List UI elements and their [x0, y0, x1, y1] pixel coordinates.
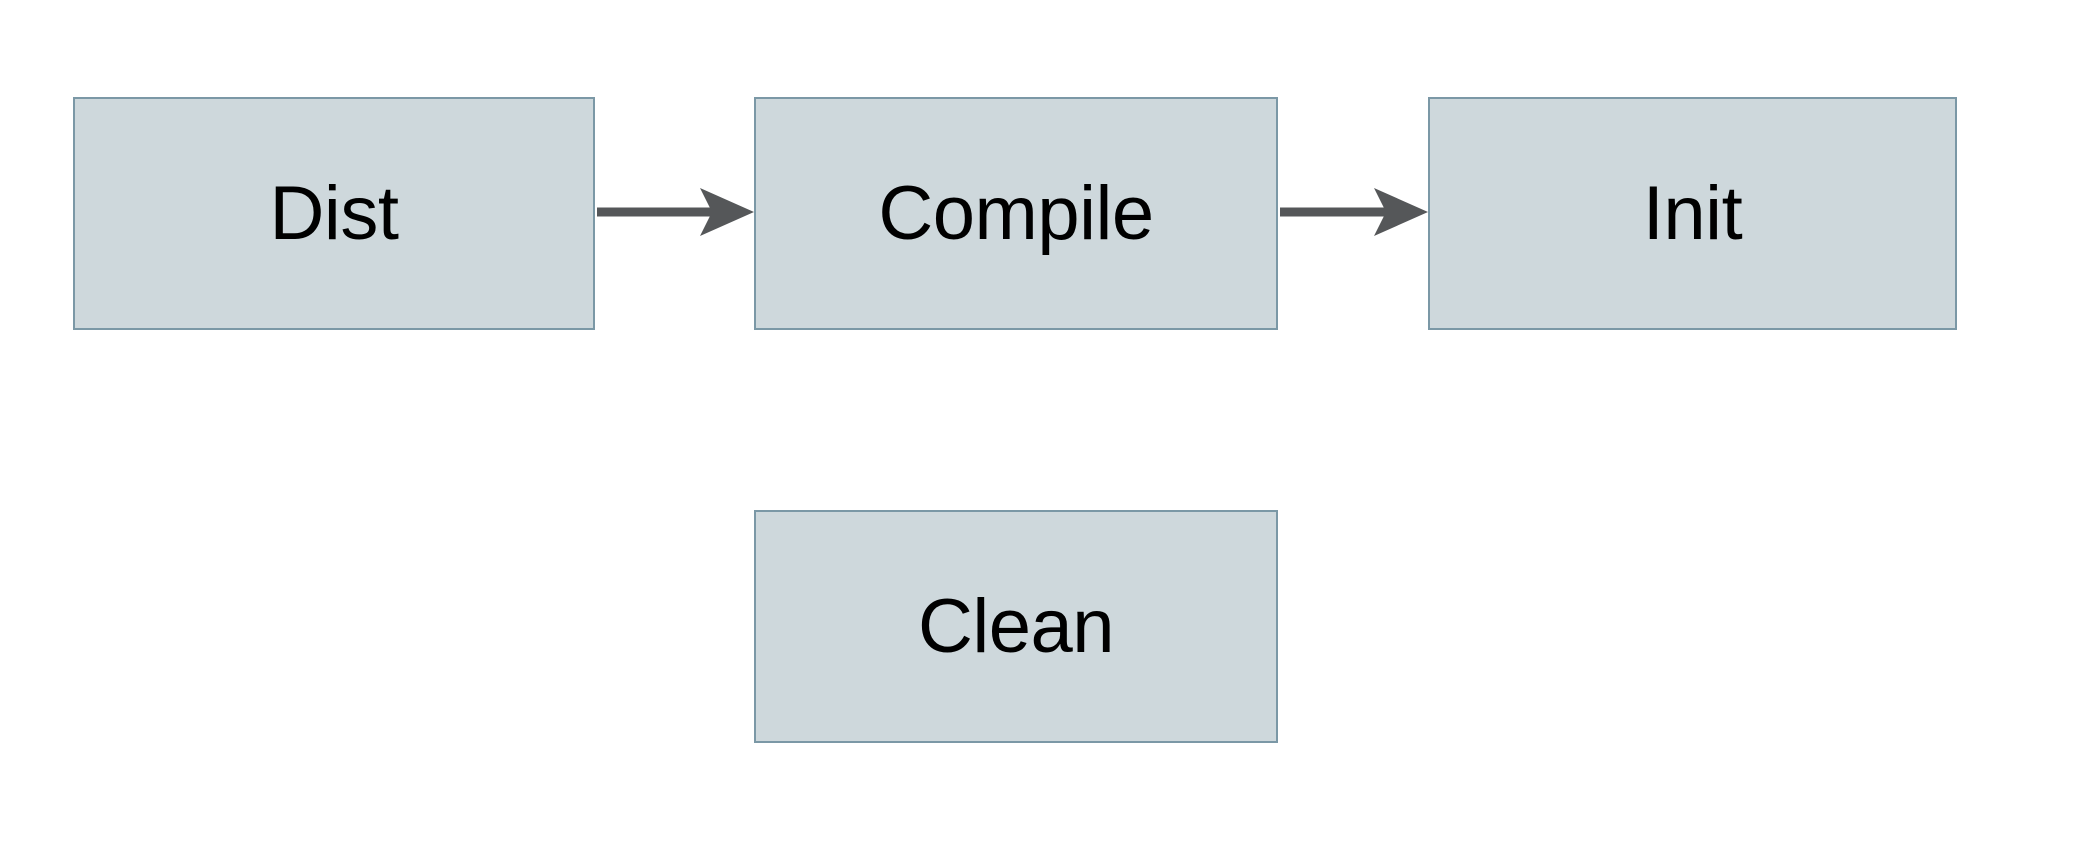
node-dist-label: Dist: [269, 170, 399, 256]
node-clean[interactable]: Clean: [754, 510, 1278, 743]
node-dist[interactable]: Dist: [73, 97, 595, 330]
node-clean-label: Clean: [917, 583, 1115, 669]
edge-compile-to-init[interactable]: [1280, 188, 1428, 236]
node-init-label: Init: [1642, 170, 1743, 256]
edge-dist-to-compile[interactable]: [597, 188, 754, 236]
node-compile-label: Compile: [878, 170, 1154, 256]
node-compile[interactable]: Compile: [754, 97, 1278, 330]
node-init[interactable]: Init: [1428, 97, 1957, 330]
